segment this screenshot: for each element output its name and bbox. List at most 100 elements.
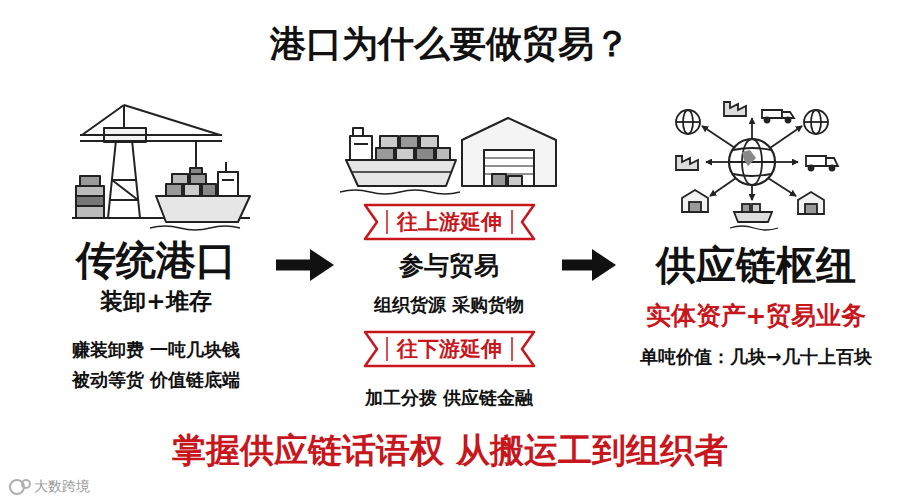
port-illustration [124,105,220,135]
network-illustration [706,161,730,163]
network-illustration [752,204,760,212]
port-illustration [112,179,136,181]
port-illustration [82,105,124,135]
stage-text: 赚装卸费 一吨几块钱 [40,338,272,361]
caption: 掌握供应链话语权 从搬运工到组织者 [0,430,900,471]
ship-warehouse-illustration [353,128,363,136]
ribbon-outline [365,205,534,239]
title: 港口为什么要做贸易？ [0,22,900,65]
ship-warehouse-illustration [420,136,438,148]
network-illustration [830,166,835,171]
network-illustration [742,150,756,166]
port-illustration [123,105,125,128]
port-illustration [225,162,227,172]
network-illustration [676,110,700,134]
watermark-logo [10,480,30,494]
ship-warehouse-illustration [484,157,534,158]
port-illustration [76,196,104,206]
ribbon-inner-line [386,210,388,234]
ship-warehouse-illustration [340,190,460,194]
network-illustration [682,190,708,212]
flow-arrow [276,260,310,271]
stage-column: 传统港口装卸+堆存赚装卸费 一吨几块钱被动等货 价值链底端 [40,238,272,391]
network-illustration [809,166,814,171]
ship-warehouse-illustration [508,176,522,186]
network-illustration [702,126,735,148]
ship-warehouse-illustration [340,118,556,194]
ship-warehouse-illustration [400,136,418,148]
ship-warehouse-illustration [380,136,398,148]
network-illustration [724,102,746,116]
port-illustration [218,172,238,196]
stage-column: 往上游延伸参与贸易组织货源 采购货物往下游延伸加工分拨 供应链金融 [340,205,558,410]
network-illustration [710,178,736,196]
watermark-logo [22,480,30,488]
ship-warehouse-illustration [350,136,372,160]
network-illustration [806,156,826,166]
flow-arrow [562,260,592,271]
network-illustration [804,110,828,134]
network-illustration [730,226,778,230]
ship-warehouse-illustration [436,148,450,160]
network-illustration [733,174,771,176]
network-illustration [768,178,796,196]
network-illustration [762,110,782,118]
port-illustration [150,226,240,230]
ribbon-text: 往下游延伸 [365,332,534,366]
ship-warehouse-illustration [396,148,414,160]
port-illustration [156,196,250,222]
ribbon-text: 往上游延伸 [365,205,534,239]
ship-warehouse-illustration [484,165,534,166]
network-illustration [689,202,701,212]
stage-heading: 供应链枢纽 [622,243,890,287]
ship-warehouse-illustration [376,148,394,160]
stage-column: 供应链枢纽实体资产+贸易业务单吨价值：几块→几十上百块 [622,243,890,368]
ship-warehouse-illustration [346,160,456,186]
network-illustration [676,156,698,170]
port-illustration [195,141,197,168]
ship-warehouse-illustration [354,143,368,145]
network-illustration [770,126,802,148]
network-illustration [729,139,775,185]
network-illustration [733,148,771,150]
ribbon-banner: 往上游延伸 [365,205,534,239]
port-illustration [80,134,222,136]
port-illustration [80,140,222,142]
network-illustration [786,118,791,123]
ship-warehouse-illustration [462,118,556,186]
network-illustration [742,204,750,212]
ribbon-inner-line [511,337,513,361]
network-illustration [804,121,828,123]
ribbon-inner-line [511,210,513,234]
network-illustration [805,204,817,214]
ribbon-outline [365,332,534,366]
network-illustration [676,121,700,123]
network-illustration [751,118,753,138]
stage-text: 被动等货 价值链底端 [40,368,272,391]
port-illustration [166,184,182,196]
port-illustration [172,174,188,184]
ship-warehouse-illustration [484,150,534,186]
port-illustration [110,199,138,201]
ribbon-inner-line [386,337,388,361]
port-illustration [222,179,234,181]
port-illustration [76,186,104,196]
ship-warehouse-illustration [492,174,506,186]
ribbon-banner: 往下游延伸 [365,332,534,366]
network-illustration [676,102,838,230]
stage-heading: 参与贸易 [340,251,558,281]
stage-text: 实体资产+贸易业务 [622,301,890,331]
network-illustration [751,186,753,200]
stage-text: 单吨价值：几块→几十上百块 [622,345,890,368]
network-illustration [774,161,798,163]
stage-text: 组织货源 采购货物 [340,293,558,316]
port-illustration [190,174,206,184]
ship-warehouse-illustration [416,148,434,160]
port-illustration [80,176,100,186]
port-illustration [76,206,104,218]
stage-heading: 传统港口 [40,238,272,282]
network-illustration [734,212,772,222]
port-illustration [184,184,200,196]
port-illustration [112,180,138,200]
